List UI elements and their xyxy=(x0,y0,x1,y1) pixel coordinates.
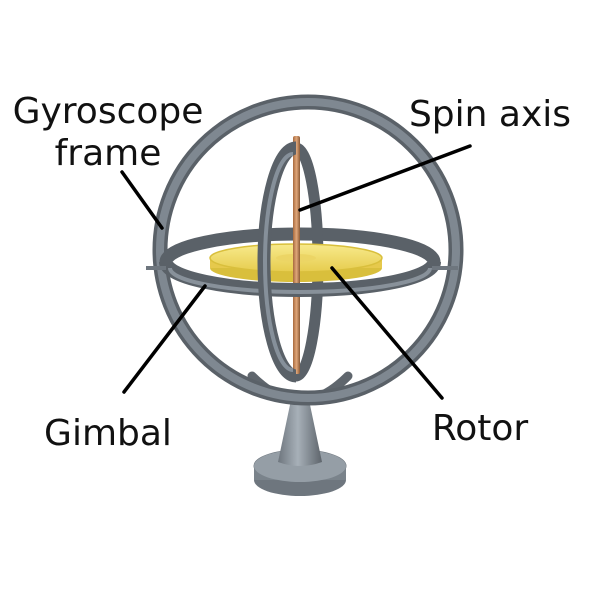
inner-ring xyxy=(257,141,297,383)
gimbal-ring-front-highlight xyxy=(168,267,432,294)
spin-axle xyxy=(293,136,300,374)
inner-ring-front-highlight xyxy=(263,152,294,372)
gyroscope-frame xyxy=(152,94,464,406)
spin-axis-leader-line xyxy=(298,144,472,212)
leader-lines xyxy=(120,144,472,400)
label-rotor: Rotor xyxy=(432,408,529,449)
label-gyroscope-frame-line2: frame xyxy=(55,133,162,174)
pedestal-stem xyxy=(278,400,322,466)
gimbal xyxy=(146,260,458,297)
label-gimbal: Gimbal xyxy=(44,413,172,454)
label-gyroscope-frame-line1: Gyroscope xyxy=(13,91,204,132)
frame-leader-line xyxy=(120,170,164,230)
pedestal xyxy=(253,400,347,496)
rotor-leader-line xyxy=(330,266,444,400)
gimbal-leader-line xyxy=(122,284,207,394)
label-spin-axis: Spin axis xyxy=(409,94,571,135)
frame-ring-highlight xyxy=(156,98,460,402)
